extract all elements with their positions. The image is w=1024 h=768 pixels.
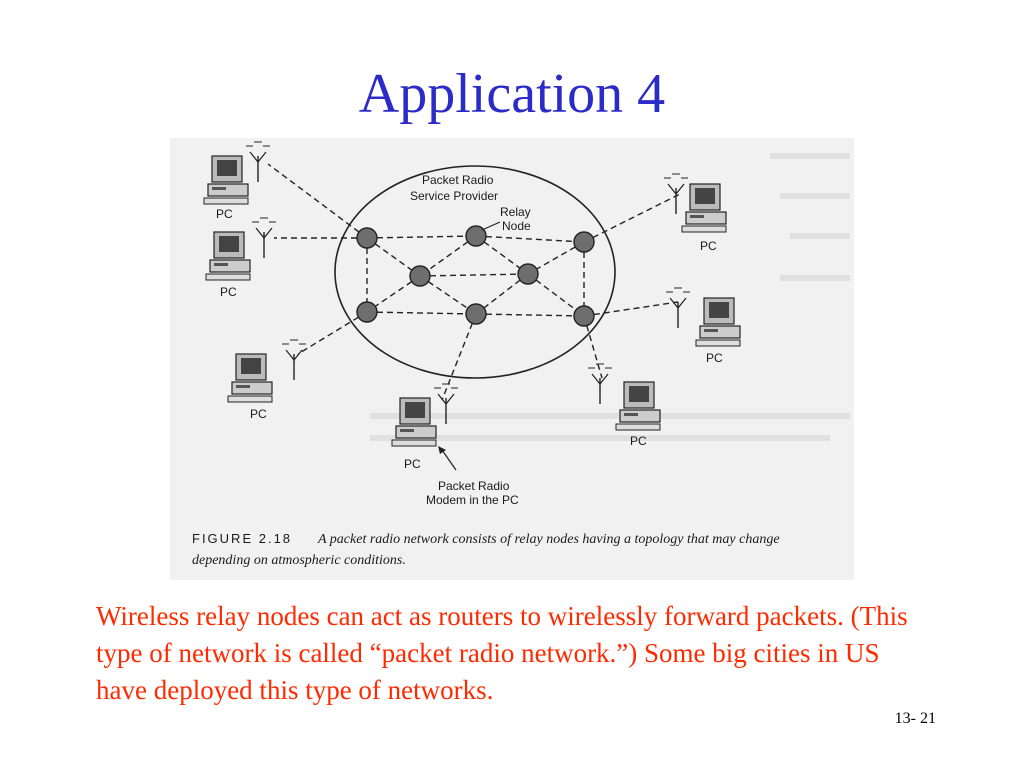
pc-label: PC	[216, 207, 233, 221]
slide-caption: Wireless relay nodes can act as routers …	[96, 601, 908, 705]
pc-label: PC	[706, 351, 723, 365]
pc-label: PC	[700, 239, 717, 253]
relay-nodes	[356, 225, 595, 327]
provider-boundary	[334, 165, 616, 379]
pc-label: PC	[220, 285, 237, 299]
arrow-head-icon	[438, 446, 446, 454]
modem-label: Modem in the PC	[426, 493, 519, 507]
mesh-links	[366, 235, 585, 317]
relay-node	[356, 301, 378, 323]
relay-node	[465, 303, 487, 325]
figure-caption-line: depending on atmospheric conditions.	[192, 553, 406, 568]
figure-caption-line: A packet radio network consists of relay…	[317, 532, 780, 547]
scan-bleed-lines	[370, 153, 850, 441]
network-diagram: PC PC PC PC PC PC PC Packet Radio Servic…	[170, 138, 854, 580]
scan-background	[170, 138, 854, 580]
relay-node-label: Relay	[500, 205, 531, 219]
relay-node	[409, 265, 431, 287]
relay-pointer	[481, 221, 501, 231]
slide-number: 13- 21	[894, 710, 936, 727]
relay-node	[356, 227, 378, 249]
figure-caption-prefix: FIGURE 2.18	[192, 531, 292, 546]
provider-label: Service Provider	[410, 189, 498, 203]
relay-node	[573, 231, 595, 253]
pc-label: PC	[404, 457, 421, 471]
pc-links	[267, 163, 681, 401]
relay-node-label: Node	[502, 219, 531, 233]
modem-label: Packet Radio	[438, 479, 510, 493]
pc-label: PC	[630, 434, 647, 448]
relay-node	[517, 263, 539, 285]
provider-label: Packet Radio	[422, 173, 494, 187]
network-figure: PC PC PC PC PC PC PC Packet Radio Servic…	[170, 138, 854, 580]
pc-label: PC	[250, 407, 267, 421]
relay-node	[465, 225, 487, 247]
modem-pointer	[441, 449, 457, 471]
slide-title: Application 4	[358, 63, 666, 125]
relay-node	[573, 305, 595, 327]
